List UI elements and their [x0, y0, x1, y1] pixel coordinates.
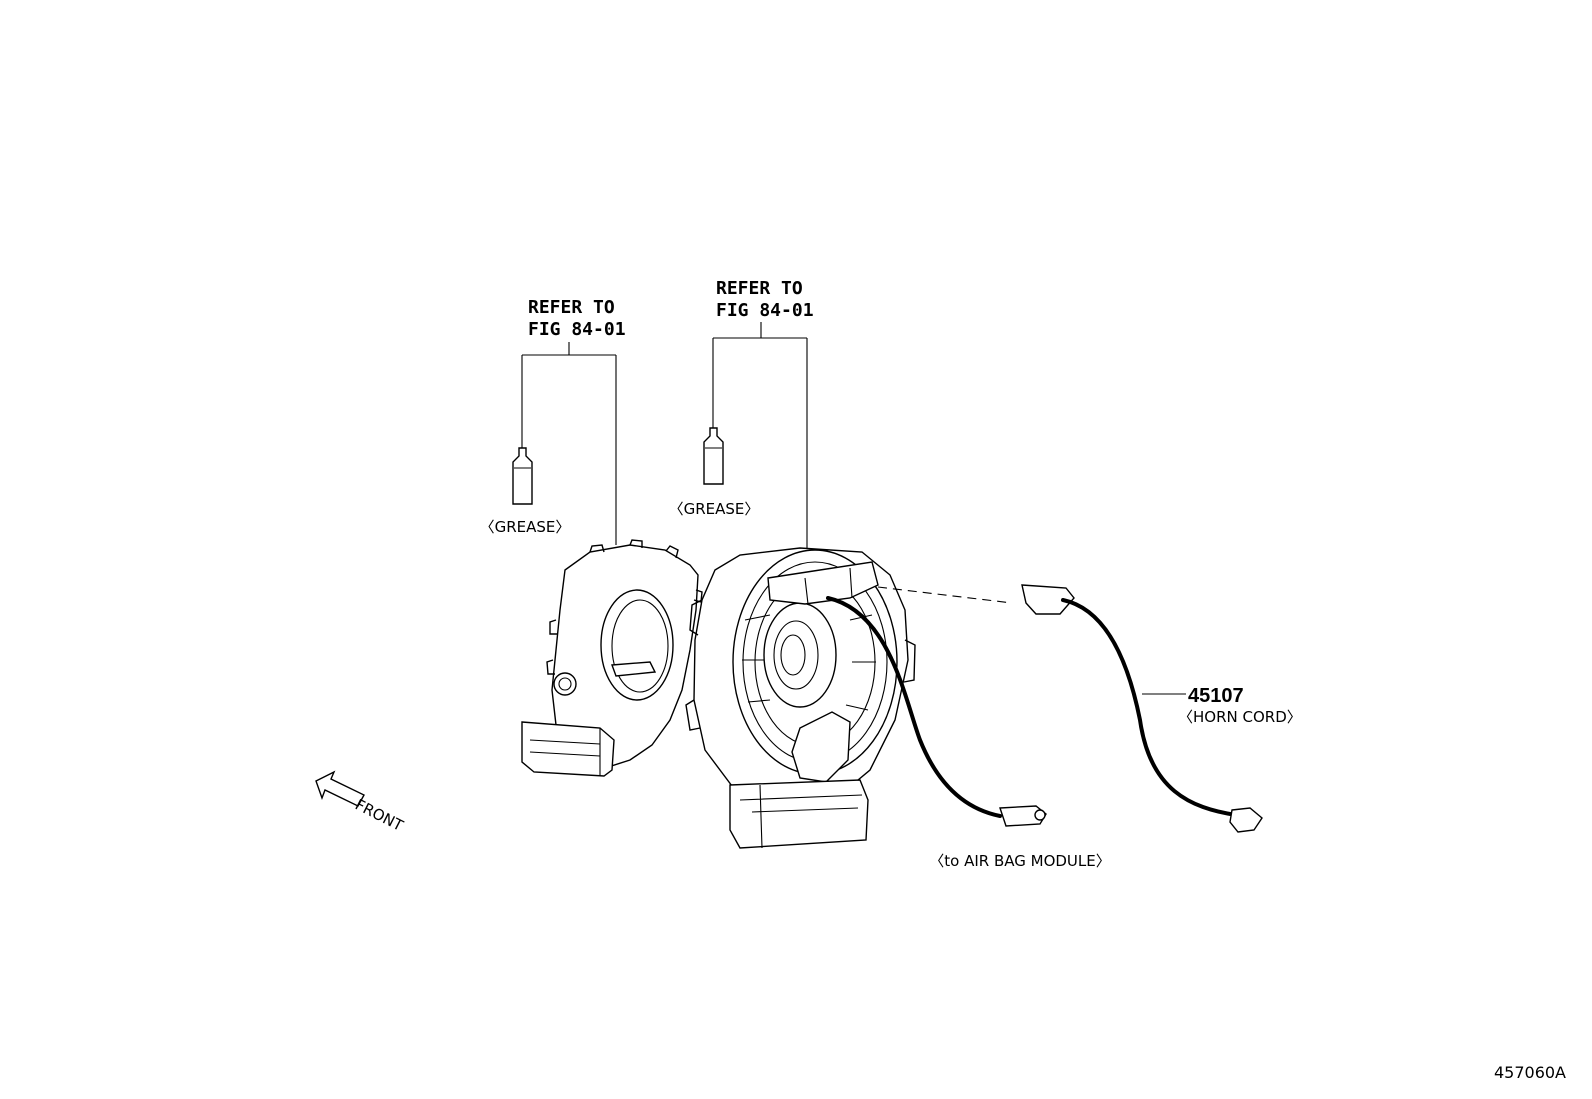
grease-tube-left-icon[interactable] [512, 447, 533, 505]
ref-left-line2: FIG 84-01 [528, 319, 626, 340]
ref-right-leader [712, 322, 808, 548]
grease-tube-right-icon[interactable] [703, 427, 724, 485]
front-arrow-icon [315, 770, 365, 807]
airbag-lead[interactable] [826, 596, 1047, 827]
airbag-lead-wire [826, 596, 1002, 818]
spiral-cable-assembly[interactable] [685, 547, 916, 849]
ref-callout-right[interactable]: REFER TO FIG 84-01 [712, 278, 814, 548]
front-label: FRONT [352, 796, 407, 836]
airbag-lead-pin [1034, 809, 1046, 821]
horn-cord-wire [1061, 598, 1238, 817]
horn-cord[interactable] [877, 584, 1263, 833]
horn-cord-connector-bottom [1229, 807, 1263, 833]
airbag-module-label: 〈to AIR BAG MODULE〉 [929, 852, 1111, 870]
ref-left-leader [521, 342, 617, 545]
ref-left-line1: REFER TO [528, 297, 615, 318]
horn-cord-connector-top [1021, 584, 1075, 615]
grease-left-label: 〈GREASE〉 [480, 518, 571, 536]
part-name-label: 〈HORN CORD〉 [1178, 708, 1302, 726]
grease-right-label: 〈GREASE〉 [669, 500, 760, 518]
ref-callout-left[interactable]: REFER TO FIG 84-01 [521, 297, 626, 545]
figure-code: 457060A [1494, 1063, 1566, 1082]
ref-right-line1: REFER TO [716, 278, 803, 299]
horn-cord-dashed-leader [877, 586, 1013, 604]
ref-right-line2: FIG 84-01 [716, 300, 814, 321]
part-number-label[interactable]: 45107 [1188, 685, 1244, 707]
steering-sensor-housing[interactable] [521, 539, 703, 777]
